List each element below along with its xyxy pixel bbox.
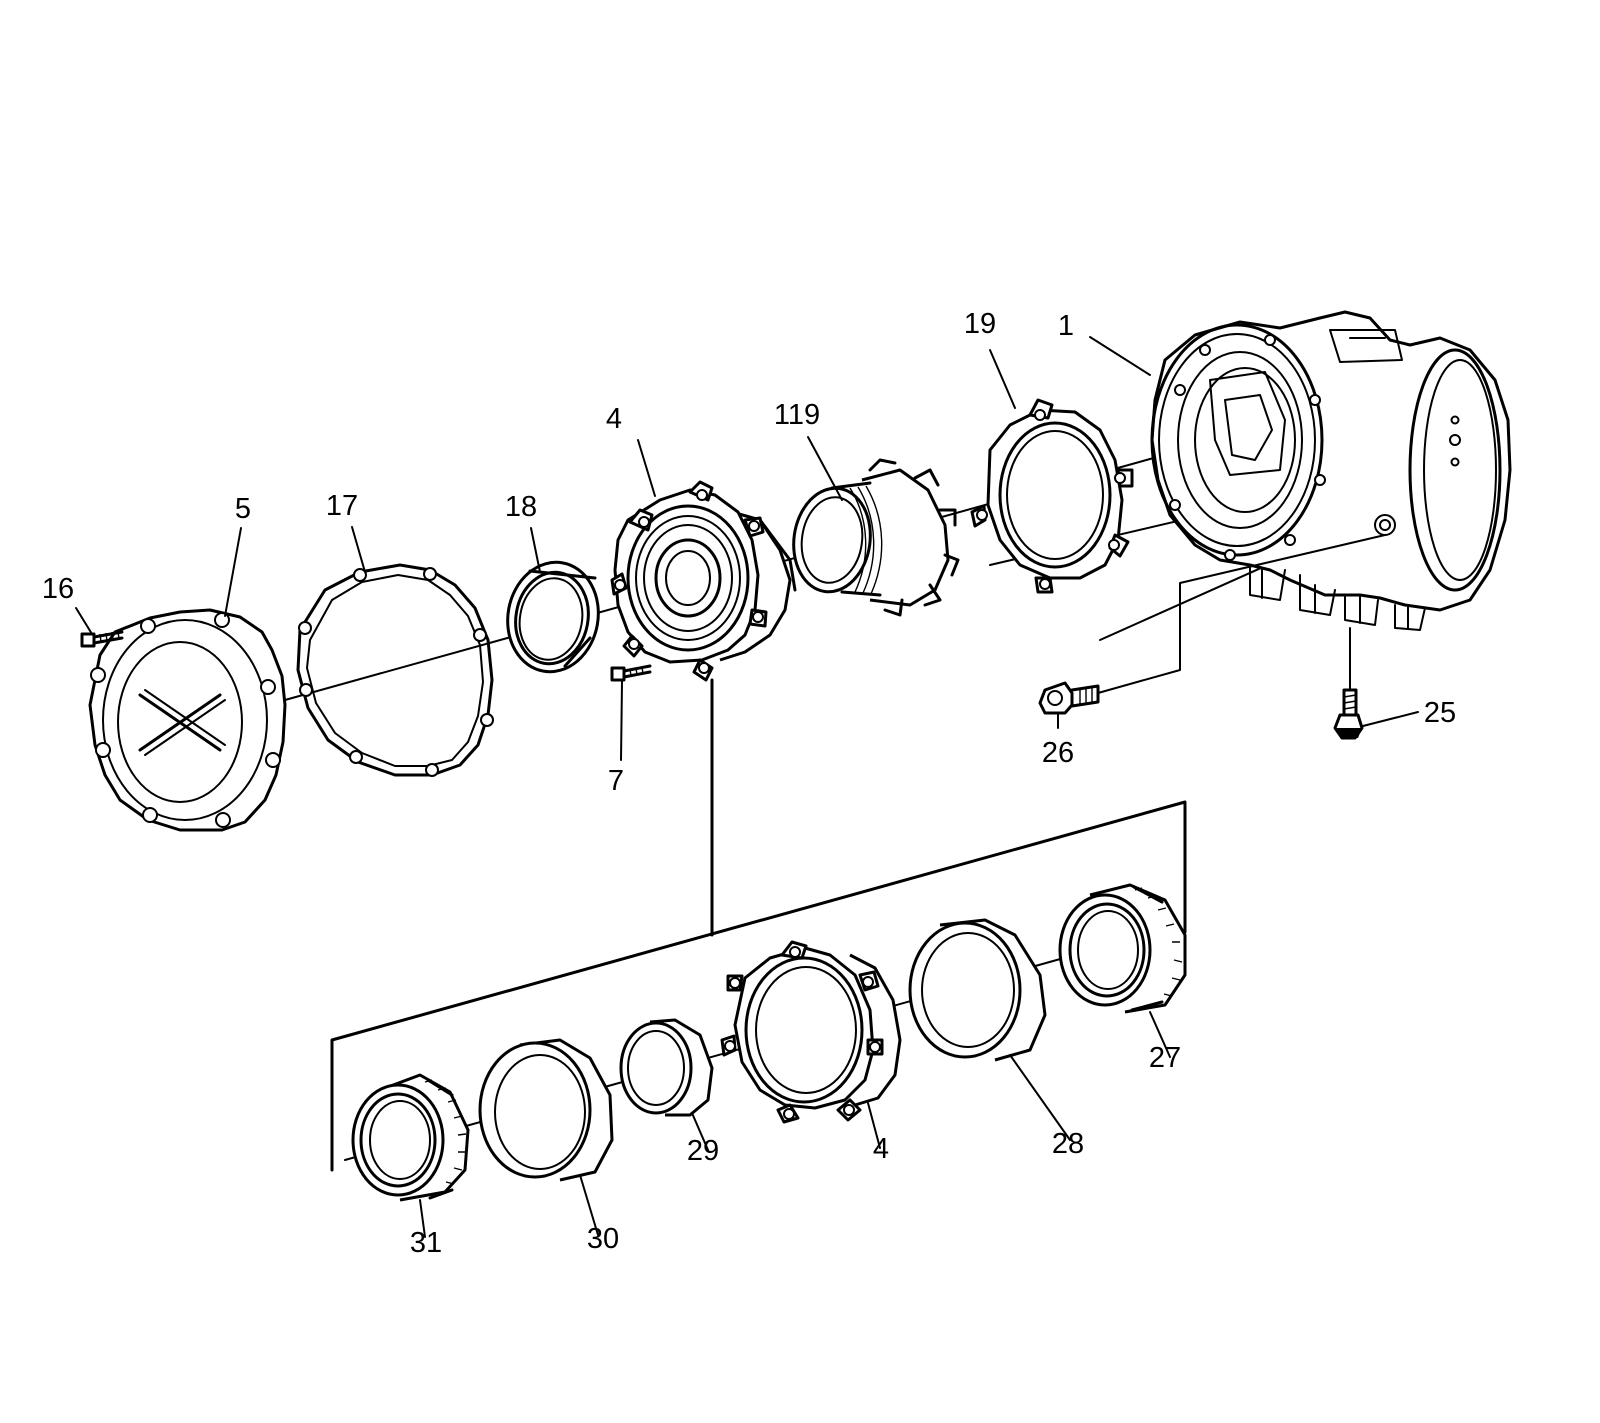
subassembly-bracket <box>330 678 1187 1172</box>
callout-19: 19 <box>964 308 996 340</box>
leader-lines <box>75 336 1419 1238</box>
part-29-ring <box>619 1018 714 1117</box>
part-4-retainer-upper <box>610 480 797 682</box>
callout-4-upper: 4 <box>606 403 622 435</box>
part-16-bolt <box>80 630 124 648</box>
part-26-plug <box>1038 681 1100 715</box>
callout-27: 27 <box>1149 1042 1181 1074</box>
callout-31: 31 <box>410 1227 442 1259</box>
part-27-bearing <box>1058 883 1187 1014</box>
part-7-bolt <box>610 664 652 682</box>
callout-16: 16 <box>42 573 74 605</box>
callout-4-lower: 4 <box>873 1133 889 1165</box>
part-5-cover <box>88 608 287 832</box>
part-4-retainer-lower <box>720 940 902 1124</box>
part-28-cup <box>908 918 1047 1062</box>
part-17-gasket <box>296 563 494 777</box>
callout-28: 28 <box>1052 1128 1084 1160</box>
callout-26: 26 <box>1042 737 1074 769</box>
callout-labels: 1 19 119 4 18 17 5 16 7 26 25 27 28 4 29… <box>42 308 1456 1259</box>
callout-119: 119 <box>774 399 820 431</box>
callout-30: 30 <box>587 1223 619 1255</box>
callout-29: 29 <box>687 1135 719 1167</box>
callout-1: 1 <box>1058 310 1074 342</box>
part-30-cup <box>478 1038 614 1182</box>
callout-7: 7 <box>608 765 624 797</box>
part-1-housing <box>1150 310 1512 631</box>
callout-5: 5 <box>235 493 251 525</box>
part-18-seal <box>506 560 600 674</box>
callout-17: 17 <box>326 490 358 522</box>
part-31-bearing <box>351 1073 470 1202</box>
callout-18: 18 <box>505 491 537 523</box>
part-119-ring <box>792 458 960 617</box>
callout-25: 25 <box>1424 697 1456 729</box>
part-25-plug <box>1333 688 1364 740</box>
part-19-gasket <box>970 398 1134 594</box>
